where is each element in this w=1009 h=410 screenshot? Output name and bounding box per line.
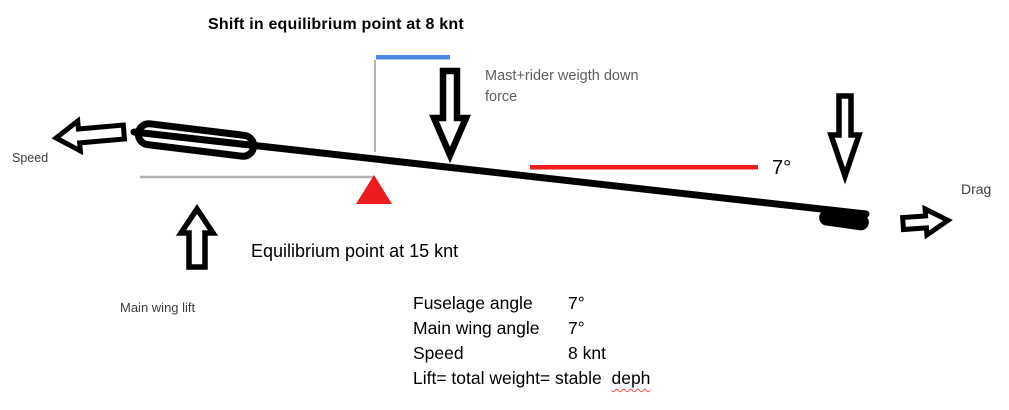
drag-arrow-icon: [899, 204, 953, 240]
spec-value: 8 knt: [568, 343, 606, 363]
spec-label: Main wing angle: [413, 318, 540, 338]
equilibrium-point-label: Equilibrium point at 15 knt: [251, 241, 459, 261]
fulcrum-triangle: [356, 175, 392, 204]
fuselage-angle-marker: 7°: [772, 157, 792, 179]
lift-arrow-icon: [175, 204, 219, 270]
speed-arrow-icon: [51, 116, 128, 156]
rear-weight-arrow-icon: [827, 93, 863, 185]
drag-label: Drag: [961, 181, 992, 197]
spec-value: 7°: [568, 293, 585, 313]
spec-label: Fuselage angle: [413, 293, 533, 313]
spec-row-speed: Speed 8 knt: [413, 343, 650, 368]
spec-value: 7°: [568, 318, 585, 338]
main-wing-lift-label: Main wing lift: [120, 300, 196, 315]
speed-label: Speed: [12, 151, 49, 165]
specs-block: Fuselage angle 7° Main wing angle 7° Spe…: [413, 293, 650, 393]
fuselage-line: [130, 128, 870, 218]
spec-row-fuselage-angle: Fuselage angle 7°: [413, 293, 650, 318]
spec-row-main-wing-angle: Main wing angle 7°: [413, 318, 650, 343]
diagram-title: Shift in equilibrium point at 8 knt: [208, 16, 464, 33]
spec-label: Speed: [413, 343, 464, 363]
mast-force-label: Mast+rider weigth down force: [485, 68, 639, 105]
angle-reference-red-line: [530, 165, 758, 170]
shifted-equilibrium-blue-line: [376, 55, 450, 60]
misspelled-word: deph: [611, 368, 651, 388]
rear-wing: [819, 209, 869, 231]
spec-row-lift: Lift= total weight= stable deph: [413, 368, 650, 393]
lift-equation-text: Lift= total weight= stable: [413, 368, 602, 388]
mast-weight-arrow-icon: [429, 67, 471, 164]
